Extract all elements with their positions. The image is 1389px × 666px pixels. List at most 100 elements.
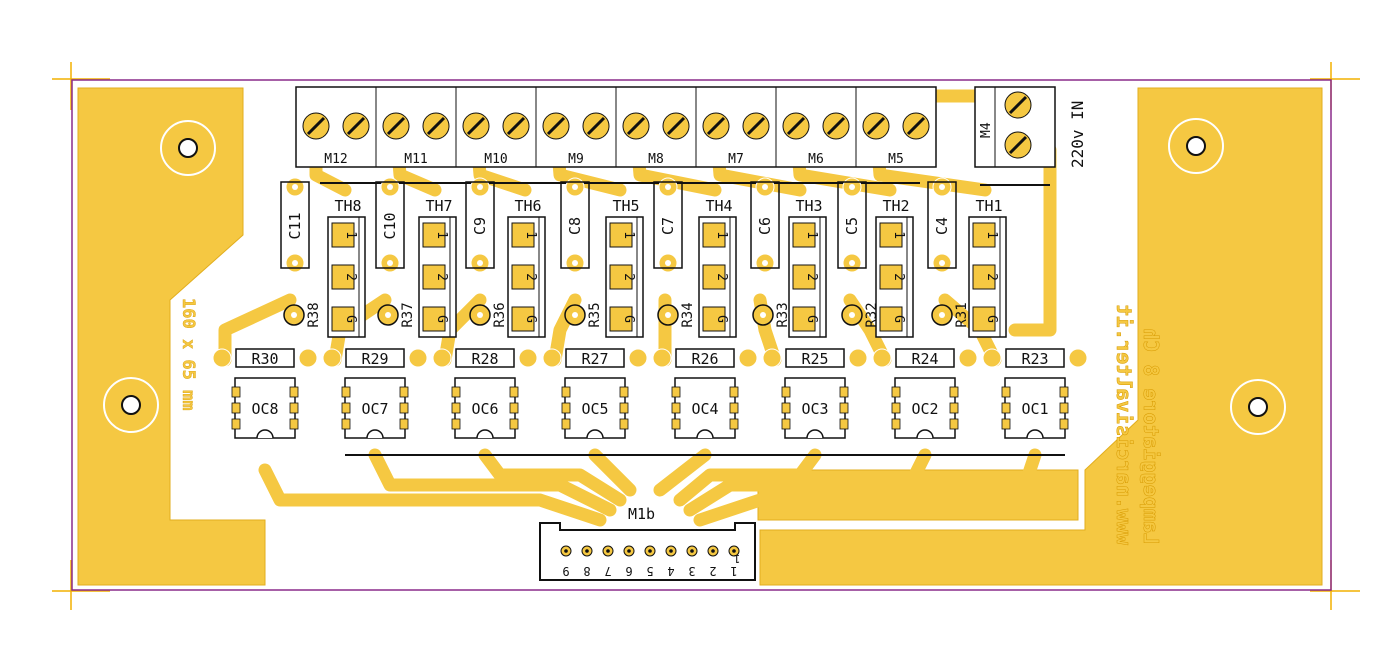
connector-pin-label: 8 <box>583 564 590 578</box>
pin1-marker: 1 <box>734 552 741 565</box>
optocoupler-oc2: OC2 <box>891 377 959 439</box>
capacitor-c9: C9 <box>465 177 495 273</box>
gate-resistor-label: R38 <box>306 302 322 327</box>
triac-pin-label: 2 <box>984 273 999 281</box>
resistor-r24: R24 <box>872 348 978 368</box>
gate-resistor-label: R34 <box>680 302 696 327</box>
capacitor-c8: C8 <box>560 177 590 273</box>
board-outline <box>71 79 1332 591</box>
optocoupler-label: OC2 <box>911 400 938 418</box>
gate-resistor-r36: R36 <box>469 302 508 328</box>
resistor-label: R23 <box>1021 350 1048 368</box>
connector-pin-label: 5 <box>646 564 653 578</box>
triac-pin-label: G <box>891 315 906 323</box>
capacitor-c11: C11 <box>280 177 310 273</box>
triac-label: TH6 <box>514 197 541 215</box>
power-input-label: 220v IN <box>1068 101 1087 168</box>
resistor-r26: R26 <box>652 348 758 368</box>
optocoupler-label: OC1 <box>1021 400 1048 418</box>
connector-pin-label: 3 <box>688 564 695 578</box>
gate-resistor-r34: R34 <box>657 302 696 328</box>
terminal-label: M7 <box>728 152 744 167</box>
resistor-label: R28 <box>471 350 498 368</box>
triac-pin-label: 2 <box>434 273 449 281</box>
capacitor-c5: C5 <box>837 177 867 273</box>
website-text: www.narcisivalter.it <box>1112 304 1136 545</box>
triac-pin-label: G <box>434 315 449 323</box>
capacitor-label: C10 <box>381 212 399 239</box>
terminal-m12: M12 <box>295 87 370 167</box>
terminal-m8: M8 <box>615 87 690 167</box>
connector-pin-label: 7 <box>604 564 611 578</box>
terminal-m11: M11 <box>375 87 450 167</box>
gate-resistor-r32: R32 <box>841 302 880 328</box>
terminal-label: M10 <box>484 152 507 167</box>
terminal-label: M5 <box>888 152 904 167</box>
triac-label: TH7 <box>425 197 452 215</box>
capacitor-label: C11 <box>286 212 304 239</box>
gate-resistor-r38: R38 <box>283 302 322 328</box>
triac-row: 12GTH812GTH712GTH612GTH512GTH412GTH312GT… <box>327 197 1007 338</box>
connector-label: M1b <box>628 505 655 523</box>
resistor-r27: R27 <box>542 348 648 368</box>
bus-lines <box>320 182 1065 456</box>
optocoupler-label: OC7 <box>361 400 388 418</box>
triac-label: TH1 <box>975 197 1002 215</box>
triac-pin-label: 2 <box>523 273 538 281</box>
terminal-m4-label: M4 <box>979 122 994 138</box>
optocoupler-label: OC6 <box>471 400 498 418</box>
resistor-label: R29 <box>361 350 388 368</box>
gate-resistor-label: R35 <box>587 302 603 327</box>
resistor-r29: R29 <box>322 348 428 368</box>
terminal-label: M8 <box>648 152 664 167</box>
gate-resistor-row: R38 R37 R36 R35 R34 R33 R32 R31 <box>283 302 970 328</box>
gate-resistor-label: R36 <box>492 302 508 327</box>
terminal-label: M11 <box>404 152 427 167</box>
gate-resistor-label: R37 <box>400 302 416 327</box>
triac-label: TH3 <box>795 197 822 215</box>
triac-label: TH4 <box>705 197 732 215</box>
gate-resistor-r31: R31 <box>931 302 970 328</box>
triac-pin-label: 1 <box>714 231 729 239</box>
triac-label: TH8 <box>334 197 361 215</box>
connector-pin-label: 9 <box>562 564 569 578</box>
triac-pin-label: 1 <box>621 231 636 239</box>
triac-pin-label: 1 <box>434 231 449 239</box>
triac-label: TH5 <box>612 197 639 215</box>
triac-pin-label: 1 <box>891 231 906 239</box>
gate-resistor-r35: R35 <box>564 302 603 328</box>
triac-pin-label: 2 <box>804 273 819 281</box>
capacitor-label: C5 <box>843 217 861 235</box>
mounting-holes <box>103 118 1286 435</box>
resistor-r30: R30 <box>212 348 318 368</box>
resistor-label: R27 <box>581 350 608 368</box>
triac-label: TH2 <box>882 197 909 215</box>
optocoupler-label: OC5 <box>581 400 608 418</box>
gate-resistor-label: R33 <box>775 302 791 327</box>
capacitor-label: C9 <box>471 217 489 235</box>
optocoupler-oc6: OC6 <box>451 377 519 439</box>
connector-pin-label: 4 <box>667 564 674 578</box>
gate-resistor-r33: R33 <box>752 302 791 328</box>
optocoupler-oc5: OC5 <box>561 377 629 439</box>
board-size-label: 160 x 65 mm <box>178 298 198 411</box>
optocoupler-oc1: OC1 <box>1001 377 1069 439</box>
terminal-label: M9 <box>568 152 584 167</box>
optocoupler-oc3: OC3 <box>781 377 849 439</box>
gate-resistor-label: R31 <box>954 302 970 327</box>
power-terminal-m4: M4 220v IN <box>974 86 1087 168</box>
connector-pin-label: 6 <box>625 564 632 578</box>
triac-pin-label: G <box>714 315 729 323</box>
triac-pin-label: 1 <box>984 231 999 239</box>
triac-pin-label: 1 <box>343 231 358 239</box>
